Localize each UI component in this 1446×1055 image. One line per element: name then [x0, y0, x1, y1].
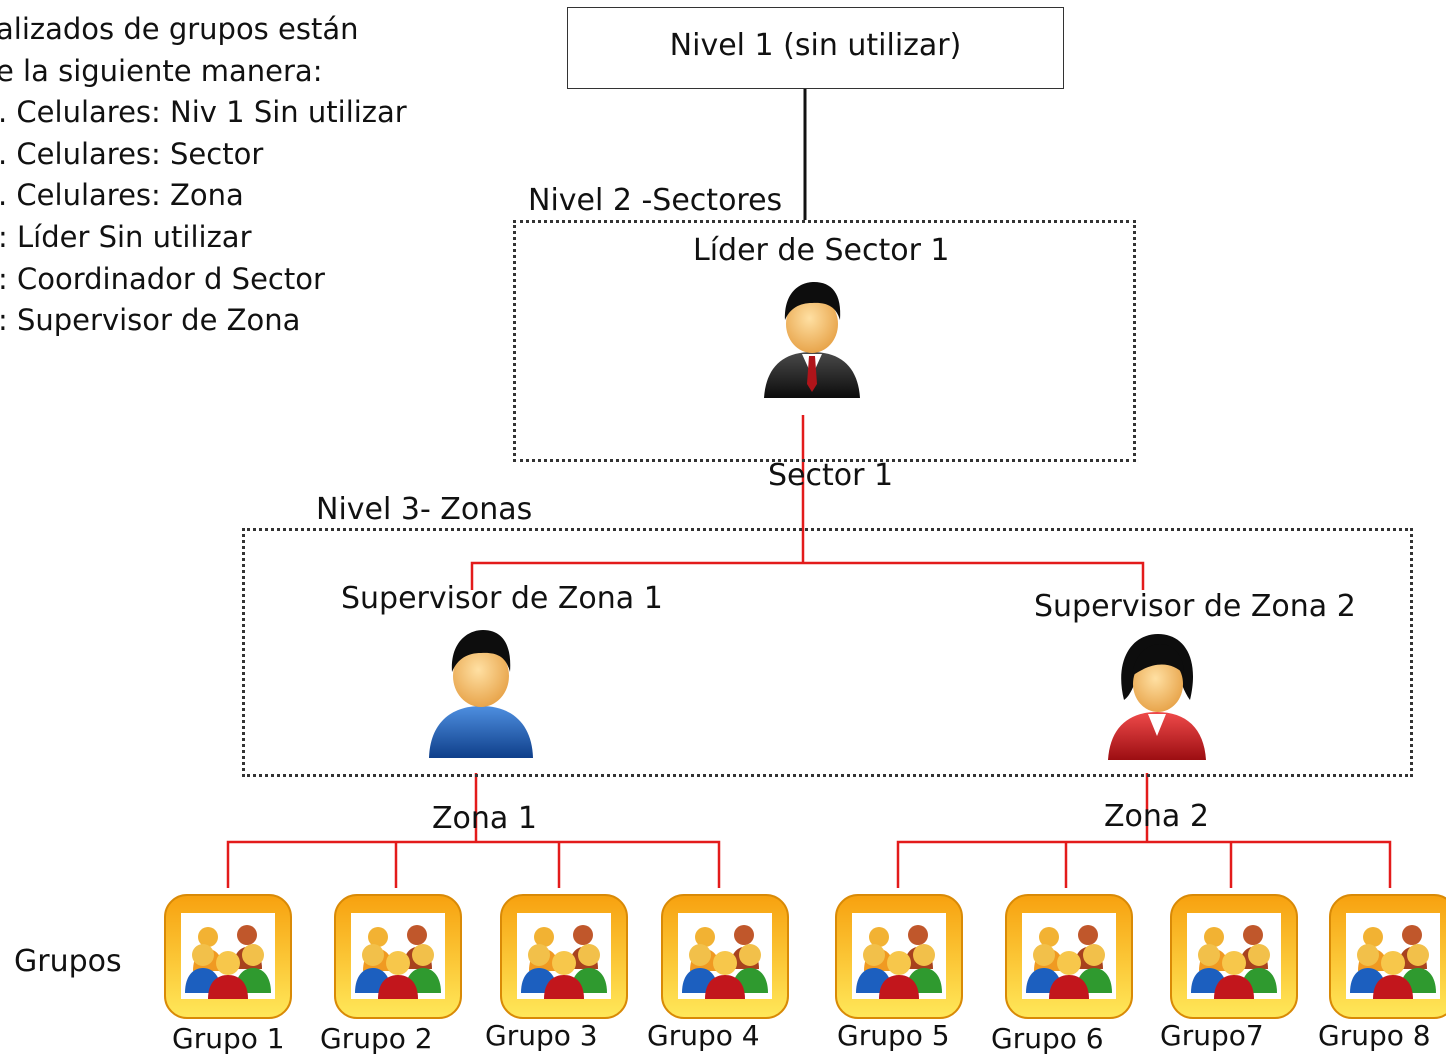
group-label: Grupo 8: [1318, 1019, 1431, 1052]
group-label: Grupo 6: [991, 1022, 1104, 1055]
level3-title: Nivel 3- Zonas: [316, 492, 535, 527]
legend-item: . Celulares: Zona: [0, 178, 244, 212]
group-label: Grupo7: [1160, 1019, 1264, 1052]
group-label: Grupo 5: [837, 1019, 950, 1052]
level2-box: [513, 220, 1136, 462]
group-people-icon: [661, 894, 789, 1019]
legend-item: : Supervisor de Zona: [0, 303, 301, 337]
legend-line-2: e la siguiente manera:: [0, 54, 323, 88]
group-people-icon: [500, 894, 628, 1019]
legend-item: : Líder Sin utilizar: [0, 220, 252, 254]
group-people-icon: [164, 894, 292, 1019]
leader-label: Líder de Sector 1: [693, 233, 950, 268]
group-people-icon: [1170, 894, 1298, 1019]
level2-title: Nivel 2 -Sectores: [528, 183, 785, 218]
legend-line-1: alizados de grupos están: [0, 12, 359, 46]
group-people-icon: [334, 894, 462, 1019]
group-label: Grupo 3: [485, 1019, 598, 1052]
supervisor1-label: Supervisor de Zona 1: [341, 581, 663, 616]
zone2-label: Zona 2: [1104, 799, 1209, 834]
female-user-icon: [1108, 634, 1206, 760]
groups-row-label: Grupos: [14, 944, 122, 979]
sector-label: Sector 1: [768, 458, 894, 493]
group-label: Grupo 2: [320, 1022, 433, 1055]
businessman-icon: [764, 282, 860, 398]
red-connectors: [226, 415, 1392, 888]
zone1-label: Zona 1: [432, 801, 537, 836]
group-people-icon: [835, 894, 963, 1019]
level1-box: [567, 7, 1064, 89]
group-people-icon: [1329, 894, 1446, 1019]
group-label: Grupo 1: [172, 1022, 285, 1055]
supervisor2-label: Supervisor de Zona 2: [1034, 589, 1356, 624]
male-user-icon: [429, 630, 533, 758]
legend-item: : Coordinador d Sector: [0, 262, 325, 296]
legend-item: . Celulares: Niv 1 Sin utilizar: [0, 95, 407, 129]
group-people-icon: [1005, 894, 1133, 1019]
legend-item: . Celulares: Sector: [0, 137, 264, 171]
level1-label: Nivel 1 (sin utilizar): [669, 28, 962, 63]
level3-box: [242, 528, 1413, 777]
group-label: Grupo 4: [647, 1019, 760, 1052]
